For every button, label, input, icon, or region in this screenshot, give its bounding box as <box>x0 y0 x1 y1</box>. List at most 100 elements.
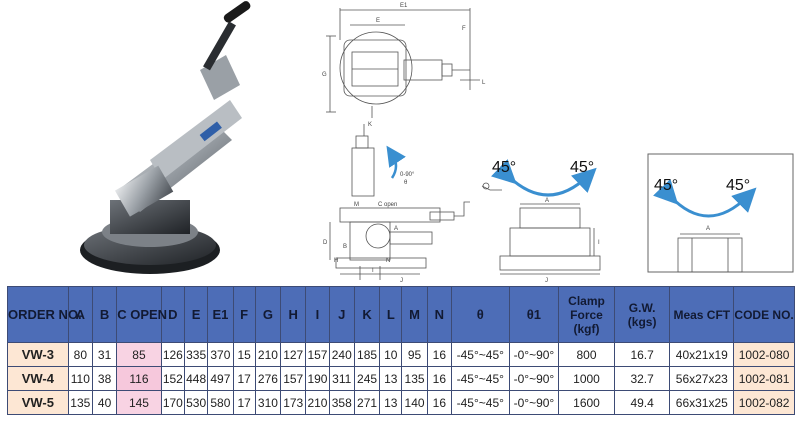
label-l: L <box>482 80 486 86</box>
cell: 245 <box>353 366 381 391</box>
cell-order: VW-5 <box>7 390 69 415</box>
cell: 190 <box>305 366 330 391</box>
cell: 135 <box>67 390 93 415</box>
label-a-pivot: A <box>545 198 549 204</box>
cell: 110 <box>67 366 93 391</box>
cell-order: VW-4 <box>7 366 69 391</box>
cell: 210 <box>254 342 282 367</box>
header-a: A <box>67 286 93 343</box>
cell: 10 <box>379 342 403 367</box>
cell: 16.7 <box>613 342 671 367</box>
header-gw: G.W. (kgs) <box>613 286 671 343</box>
header-clamp-force: Clamp Force (kgf) <box>558 286 615 343</box>
cell: 80 <box>67 342 93 367</box>
cell: 15 <box>232 342 256 367</box>
cell: 152 <box>160 366 185 391</box>
header-m: M <box>401 286 428 343</box>
header-c-open: C OPEN <box>116 286 167 343</box>
inset-45-left: 45° <box>654 177 678 194</box>
label-c-open: C open <box>378 202 397 208</box>
tilt-arc-arrow <box>491 159 597 197</box>
cell: 1000 <box>558 366 615 391</box>
label-j: J <box>400 278 403 284</box>
label-d: D <box>323 240 328 246</box>
cell-code: 1002-082 <box>733 390 795 415</box>
cell-order: VW-3 <box>7 342 69 367</box>
header-n: N <box>426 286 452 343</box>
cell: 95 <box>401 342 428 367</box>
inset-label-a: A <box>706 226 710 232</box>
cell: 140 <box>401 390 428 415</box>
label-i-pivot: I <box>598 240 600 246</box>
label-a-side: A <box>394 226 398 232</box>
cell: -0°~90° <box>508 342 560 367</box>
header-theta1: θ1 <box>508 286 560 343</box>
cell: 271 <box>353 390 381 415</box>
technical-drawings: E1 E F G L K 0-90° θ <box>80 1 794 284</box>
inset-arc-arrow <box>653 179 757 218</box>
header-meas-cft: Meas CFT <box>669 286 735 343</box>
label-k: K <box>368 122 372 128</box>
label-e1: E1 <box>400 3 408 9</box>
header-order-no: ORDER NO. <box>7 286 82 343</box>
header-l: L <box>379 286 403 343</box>
cell: 173 <box>280 390 307 415</box>
table-row: VW-3 80 31 85 126 335 370 15 210 127 157… <box>7 342 795 367</box>
cell: 17 <box>232 366 256 391</box>
cell: 185 <box>353 342 381 367</box>
cell: 40x21x19 <box>669 342 735 367</box>
cell: 16 <box>426 342 452 367</box>
header-j: J <box>328 286 355 343</box>
label-e: E <box>376 18 380 24</box>
header-code-no: CODE NO. <box>733 286 795 343</box>
cell: 800 <box>558 342 615 367</box>
inset-45-right: 45° <box>726 177 750 194</box>
label-45-left: 45° <box>492 159 516 176</box>
cell: -45°~45° <box>450 366 510 391</box>
header-i: I <box>305 286 330 343</box>
cell: 311 <box>328 366 355 391</box>
top-view-drawing <box>326 8 480 118</box>
label-h: H <box>334 258 338 264</box>
cell: 1600 <box>558 390 615 415</box>
label-i: I <box>372 268 374 274</box>
header-e: E <box>183 286 209 343</box>
cell: 38 <box>91 366 118 391</box>
label-m: M <box>354 202 359 208</box>
cell: 210 <box>305 390 330 415</box>
cell: 170 <box>160 390 185 415</box>
figure-area: E1 E F G L K 0-90° θ <box>80 1 794 284</box>
header-k: K <box>353 286 381 343</box>
cell: 448 <box>183 366 209 391</box>
header-f: F <box>232 286 256 343</box>
cell-copen: 85 <box>116 342 162 367</box>
table-header-row: ORDER NO. A B C OPEN D E E1 F G H I J K … <box>7 286 795 343</box>
label-g: G <box>322 72 327 78</box>
pivot-view-drawing <box>481 182 601 275</box>
cell: -45°~45° <box>450 390 510 415</box>
tilt-view-drawing <box>351 124 406 197</box>
cell: 157 <box>280 366 307 391</box>
cell: 13 <box>379 366 403 391</box>
cell: -45°~45° <box>450 342 510 367</box>
cell: 32.7 <box>613 366 671 391</box>
cell: 17 <box>232 390 256 415</box>
header-g: G <box>254 286 282 343</box>
cell: 16 <box>426 390 452 415</box>
cell: 370 <box>207 342 234 367</box>
cell: 13 <box>379 390 403 415</box>
cell: 358 <box>328 390 355 415</box>
header-e1: E1 <box>207 286 234 343</box>
cell: 335 <box>183 342 209 367</box>
cell: 276 <box>254 366 282 391</box>
label-0-90: 0-90° <box>400 172 415 178</box>
cell: 135 <box>401 366 428 391</box>
cell-code: 1002-081 <box>733 366 795 391</box>
side-view-drawing <box>329 201 470 280</box>
label-j-pivot: J <box>545 278 548 284</box>
label-f: F <box>462 26 466 32</box>
cell: 66x31x25 <box>669 390 735 415</box>
cell: 40 <box>91 390 118 415</box>
cell: 530 <box>183 390 209 415</box>
header-h: H <box>280 286 307 343</box>
